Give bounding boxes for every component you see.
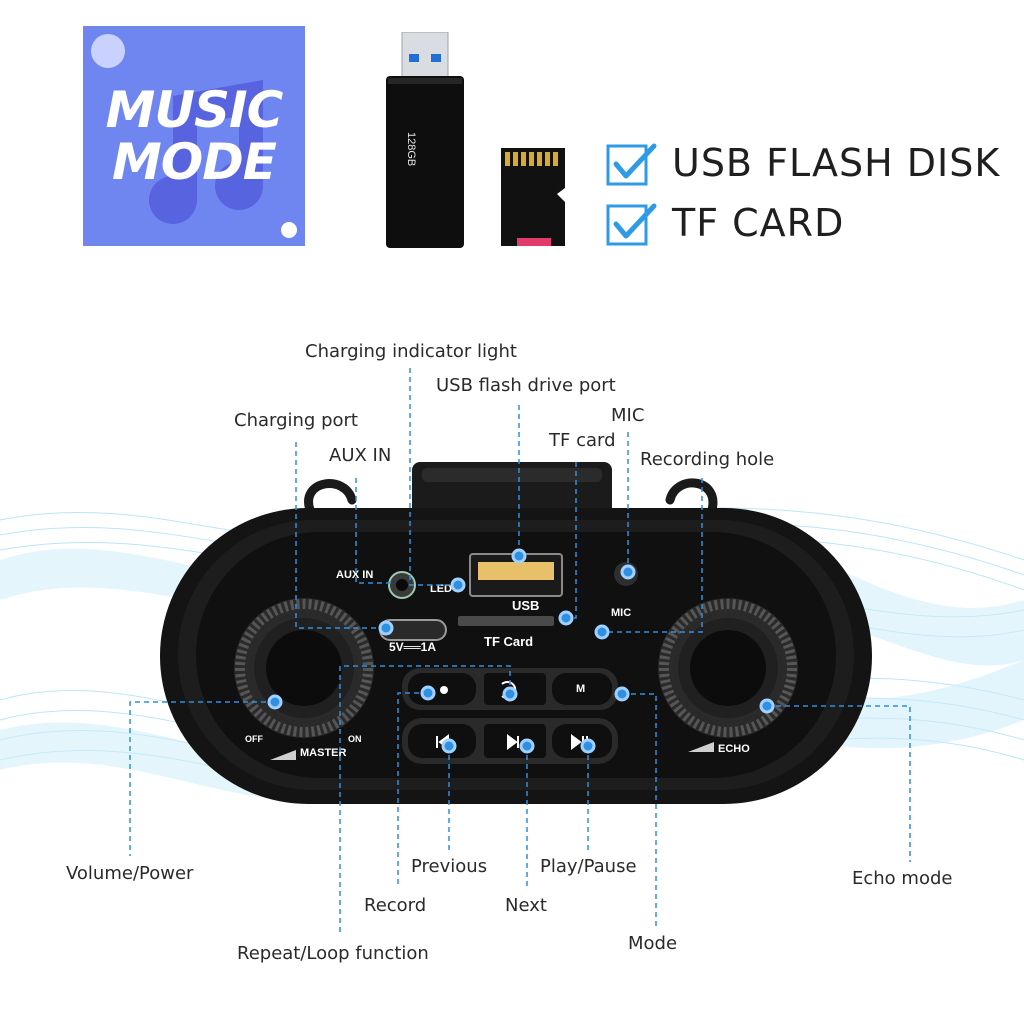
led-marker xyxy=(450,577,466,593)
usb-port-marker xyxy=(511,548,527,564)
callout-next: Next xyxy=(505,895,547,916)
panel-off-label: OFF xyxy=(245,734,263,744)
play-pause-marker xyxy=(580,738,596,754)
next-marker xyxy=(519,738,535,754)
panel-power-rating-label: 5V══1A xyxy=(389,640,437,654)
panel-mode-key-label: M xyxy=(576,683,586,695)
panel-aux-in-label: AUX IN xyxy=(336,569,374,581)
callout-echo-mode: Echo mode xyxy=(852,868,953,889)
usb-capacity-label: 128GB xyxy=(405,132,417,166)
panel-echo-label: ECHO xyxy=(718,743,750,755)
callout-aux-in: AUX IN xyxy=(329,445,392,466)
tf-card-image xyxy=(501,148,565,246)
panel-mic-label: MIC xyxy=(611,607,632,619)
checkbox-checked-icon xyxy=(606,143,657,186)
record-marker xyxy=(420,685,436,701)
tf-slot-marker xyxy=(558,610,574,626)
callout-tf-card: TF card xyxy=(549,430,616,451)
callout-previous: Previous xyxy=(411,856,488,877)
charging-port-marker xyxy=(378,620,394,636)
panel-on-label: ON xyxy=(348,734,362,744)
callout-recording-hole: Recording hole xyxy=(640,449,775,470)
supported-tf-card: TF CARD xyxy=(672,201,845,245)
panel-master-label: MASTER xyxy=(300,747,347,759)
mic-marker xyxy=(620,564,636,580)
panel-led-label: LED xyxy=(430,583,452,595)
callout-record: Record xyxy=(364,895,427,916)
next-glyph xyxy=(507,734,519,750)
panel-tf-card-label: TF Card xyxy=(484,634,534,649)
music-mode-badge: MUSIC MODE xyxy=(83,26,305,246)
badge-title-line2: MODE xyxy=(112,133,277,191)
previous-marker xyxy=(441,738,457,754)
callout-mic: MIC xyxy=(611,405,645,426)
badge-title-line1: MUSIC xyxy=(105,81,284,139)
record-glyph xyxy=(440,686,448,694)
usb-flash-drive-image: 128GB xyxy=(386,32,464,248)
callout-usb-flash-drive-port: USB flash drive port xyxy=(436,375,616,396)
callout-play-pause: Play/Pause xyxy=(540,856,637,877)
checkbox-checked-icon xyxy=(606,203,657,246)
repeat-marker xyxy=(502,686,518,702)
volume-marker xyxy=(267,694,283,710)
callout-volume-power: Volume/Power xyxy=(66,863,194,884)
mode-marker xyxy=(614,686,630,702)
callout-charging-port: Charging port xyxy=(234,410,358,431)
supported-usb-flash-disk: USB FLASH DISK xyxy=(672,141,1001,185)
music-note-icon xyxy=(149,80,263,224)
echo-marker xyxy=(759,698,775,714)
callout-repeat-loop: Repeat/Loop function xyxy=(237,943,429,964)
panel-usb-label: USB xyxy=(512,598,540,613)
callout-charging-indicator-light: Charging indicator light xyxy=(305,341,517,362)
recording-hole-marker xyxy=(594,624,610,640)
callout-mode: Mode xyxy=(628,933,678,954)
